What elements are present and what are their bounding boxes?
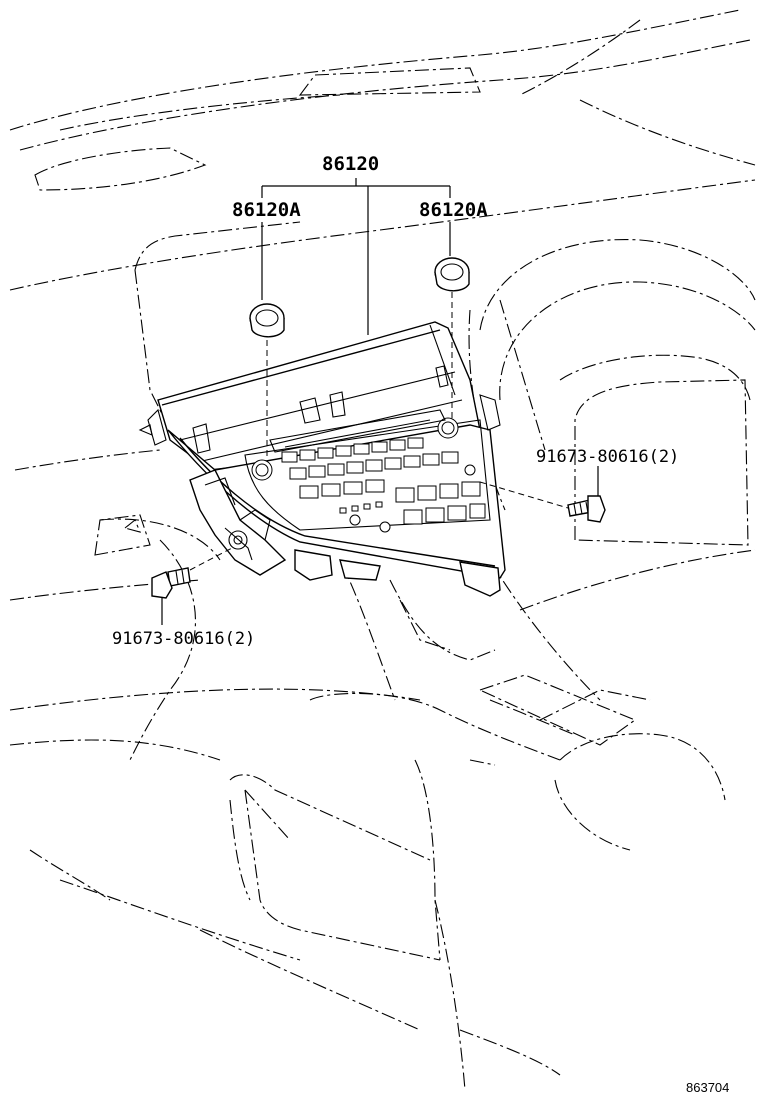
screw-left xyxy=(151,567,191,625)
steering-wheel-outline xyxy=(468,238,756,701)
dashboard-outline xyxy=(9,9,756,961)
label-leaders xyxy=(261,178,451,335)
label-screw-left: 91673-80616(2) xyxy=(112,629,255,649)
label-86120a-left: 86120A xyxy=(232,199,301,221)
figure-code: 863704 xyxy=(686,1080,729,1095)
audio-panel-assembly xyxy=(138,321,506,597)
center-console-outline xyxy=(309,559,726,1091)
lower-dash-outline xyxy=(29,514,561,1076)
knob-left xyxy=(249,303,285,338)
knob-right xyxy=(434,257,470,292)
panel-buttons xyxy=(251,409,486,533)
screw-right xyxy=(567,466,606,523)
label-86120: 86120 xyxy=(322,153,379,175)
label-86120a-right: 86120A xyxy=(419,199,488,221)
label-screw-right: 91673-80616(2) xyxy=(536,447,679,467)
